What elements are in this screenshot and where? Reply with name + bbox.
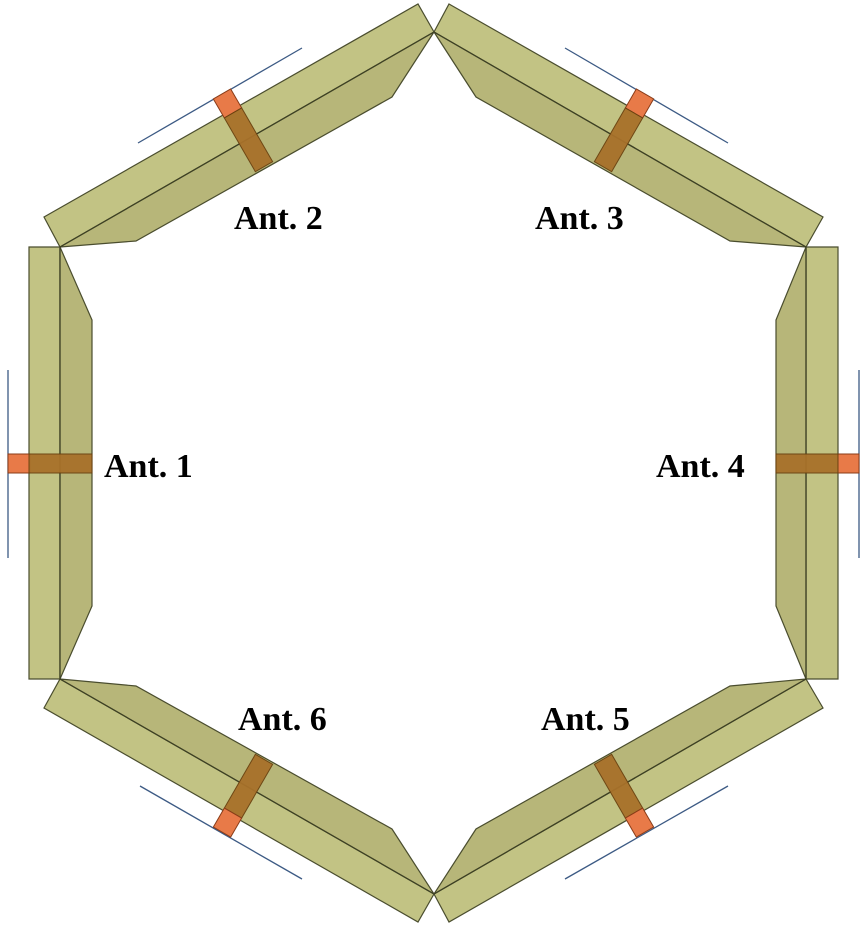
antenna-1-feed [7, 453, 31, 474]
antenna-label-1: Ant. 1 [104, 448, 193, 485]
antenna-5 [433, 678, 824, 923]
antenna-6-dipole [139, 785, 303, 880]
antenna-6 [43, 678, 435, 923]
antenna-label-4: Ant. 4 [656, 448, 745, 485]
antenna-5-feed [624, 807, 655, 838]
antenna-2 [43, 3, 435, 248]
antenna-label-5: Ant. 5 [541, 701, 630, 738]
antenna-label-3: Ant. 3 [535, 200, 624, 237]
antenna-4 [775, 246, 860, 680]
antenna-3 [433, 3, 824, 248]
antenna-4-feed [837, 453, 860, 474]
antenna-label-6: Ant. 6 [238, 701, 327, 738]
antenna-6-feed [212, 807, 243, 838]
antenna-1 [7, 246, 93, 680]
antenna-label-2: Ant. 2 [234, 200, 323, 237]
antenna-5-dipole [564, 785, 729, 880]
